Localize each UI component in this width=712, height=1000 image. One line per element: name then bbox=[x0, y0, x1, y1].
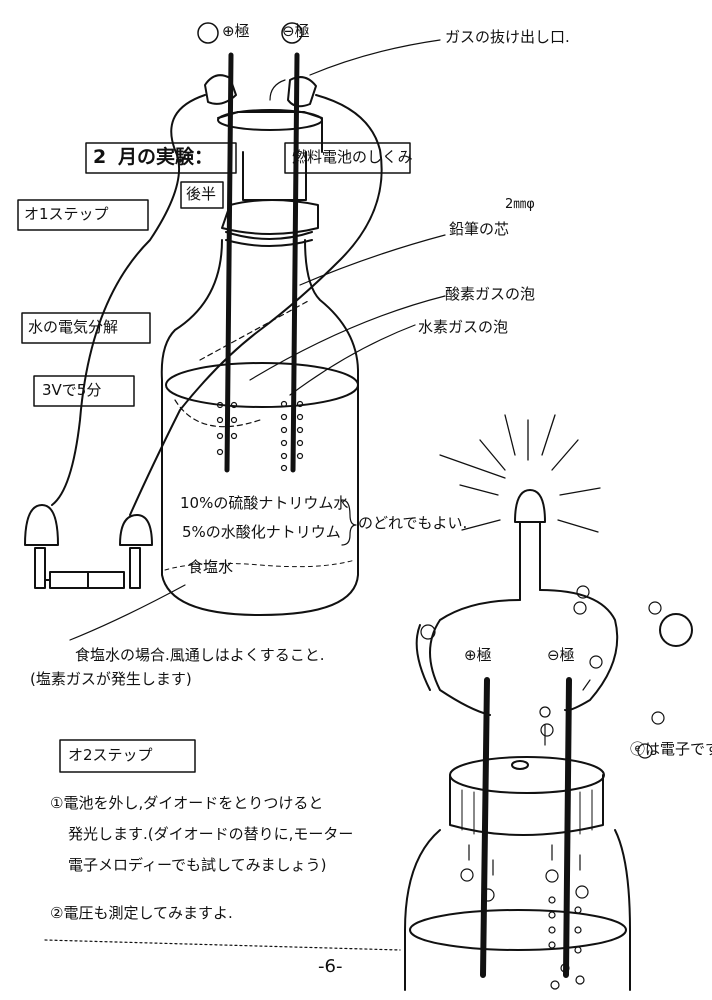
electrolysis-label: 水の電気分解 bbox=[28, 318, 119, 336]
label-boxes bbox=[17, 22, 411, 773]
step1-heading: オ1ステップ bbox=[24, 205, 109, 223]
step2-item1-line1: ①電池を外し,ダイオードをとりつけると bbox=[50, 794, 324, 812]
salt-water-label: 食塩水 bbox=[188, 558, 234, 576]
plus-pole-label: ⊕極 bbox=[222, 22, 250, 40]
right-minus-pole-label: ⊖極 bbox=[547, 646, 575, 664]
step2-item2: ②電圧も測定してみますよ. bbox=[50, 904, 233, 922]
oxygen-bubbles-label: 酸素ガスの泡 bbox=[445, 285, 536, 303]
title-experiment: 月の実験： bbox=[118, 146, 214, 168]
solution2-label: 5%の水酸化ナトリウム bbox=[182, 523, 341, 541]
minus-pole-label: ⊖極 bbox=[282, 22, 310, 40]
hydrogen-bubbles-label: 水素ガスの泡 bbox=[418, 318, 509, 336]
right-bottle bbox=[404, 414, 693, 991]
solution1-label: 10%の硫酸ナトリウム水 bbox=[180, 494, 349, 512]
diameter-label: 2㎜φ bbox=[505, 197, 535, 212]
left-bottle bbox=[24, 39, 446, 641]
salt-water-note: 食塩水の場合.風通しはよくすること. bbox=[75, 646, 325, 664]
either-ok-label: のどれでもよい. bbox=[358, 514, 468, 532]
step2-item1-line3: 電子メロディーでも試してみましょう) bbox=[68, 856, 327, 874]
right-plus-pole-label: ⊕極 bbox=[464, 646, 492, 664]
gas-outlet-label: ガスの抜け出し口. bbox=[445, 28, 570, 46]
pencil-core-label: 鉛筆の芯 bbox=[449, 220, 510, 238]
title-month: 2 bbox=[93, 146, 107, 168]
duration-label: 3Vで5分 bbox=[42, 381, 102, 399]
title-subject: 燃料電池のしくみ bbox=[292, 148, 413, 166]
second-half-label: 後半 bbox=[186, 185, 217, 203]
step2-item1-line2: 発光します.(ダイオードの替りに,モーター bbox=[68, 825, 354, 843]
page-number: -6- bbox=[318, 956, 343, 977]
step2-heading: オ2ステップ bbox=[68, 746, 153, 764]
chlorine-note: (塩素ガスが発生します) bbox=[30, 670, 192, 688]
electron-note: ⓔは電子です. bbox=[630, 740, 712, 758]
